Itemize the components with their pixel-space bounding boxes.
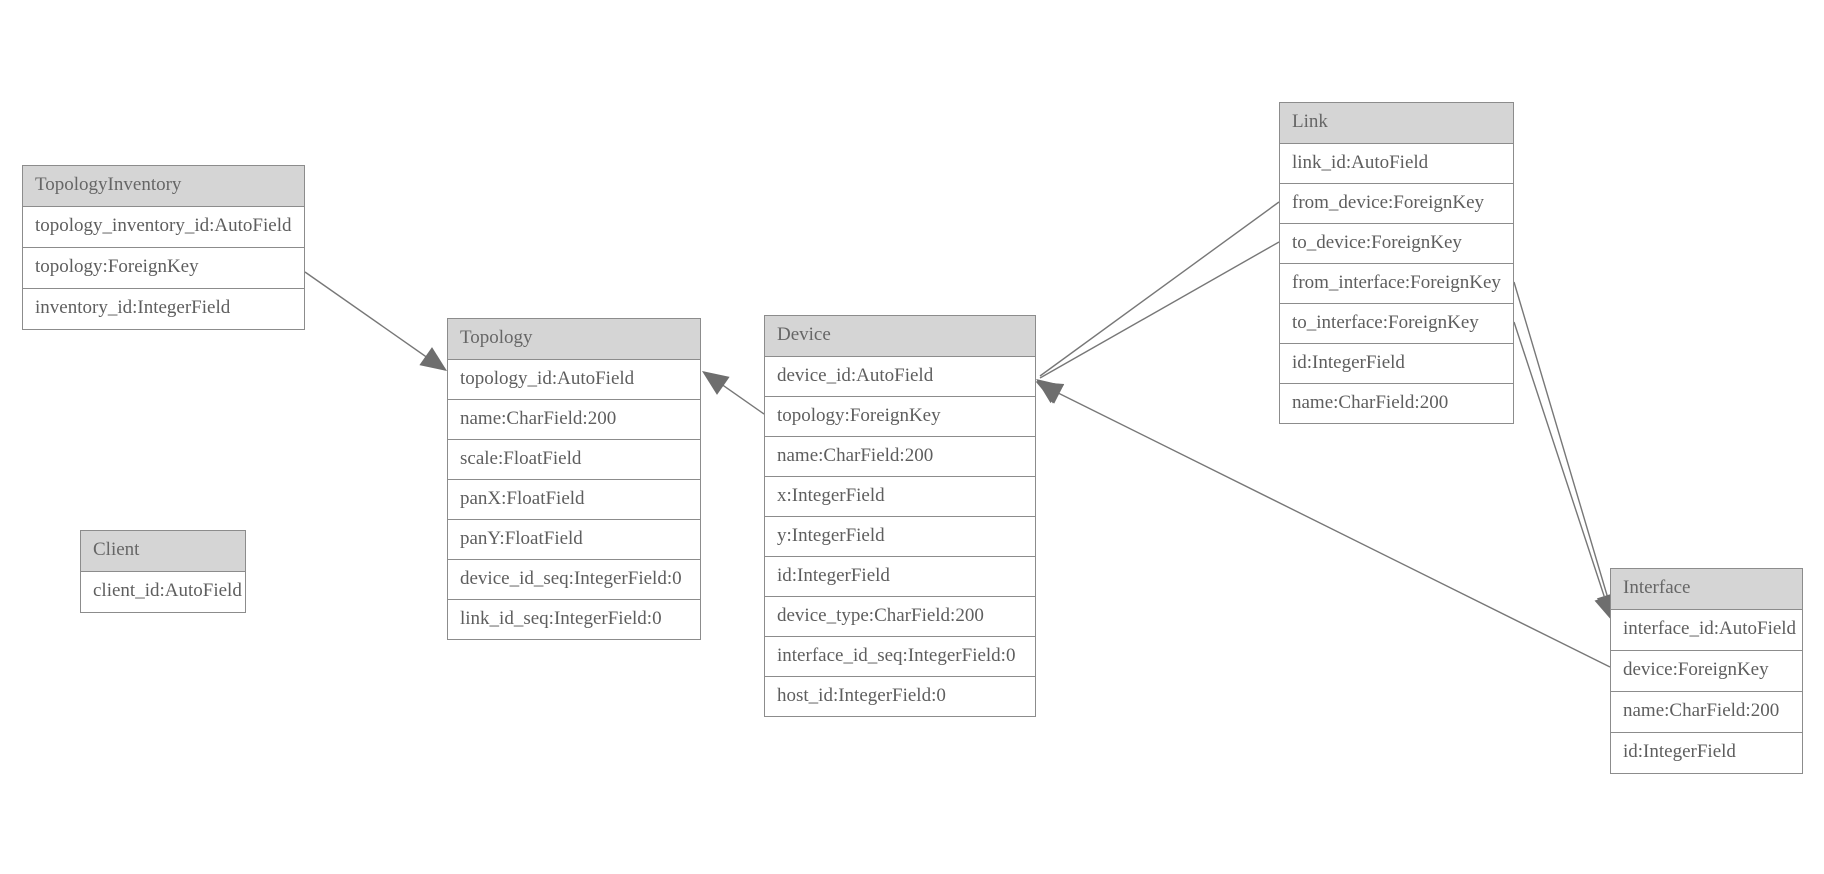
entity-field-row: topology:ForeignKey bbox=[22, 248, 305, 289]
entity-field-row: topology_id:AutoField bbox=[447, 360, 701, 400]
entity-field-row: to_device:ForeignKey bbox=[1279, 224, 1514, 264]
entity-field-row: id:IntegerField bbox=[764, 557, 1036, 597]
entity-field-row: name:CharField:200 bbox=[764, 437, 1036, 477]
relationship-line bbox=[1039, 241, 1280, 379]
entity-field-row: name:CharField:200 bbox=[1610, 692, 1803, 733]
entity-field-row: from_device:ForeignKey bbox=[1279, 184, 1514, 224]
relationship-line bbox=[1039, 201, 1280, 377]
entity-header-interface: Interface bbox=[1610, 568, 1803, 610]
relationship-topologyinventory-topology bbox=[304, 271, 447, 371]
entity-field-row: device_type:CharField:200 bbox=[764, 597, 1036, 637]
entity-header-client: Client bbox=[80, 530, 246, 572]
entity-field-row: interface_id:AutoField bbox=[1610, 610, 1803, 651]
relationship-link-to-device bbox=[1036, 241, 1280, 404]
entity-field-row: panX:FloatField bbox=[447, 480, 701, 520]
relationship-link-to-interface bbox=[1513, 321, 1616, 622]
entity-field-row: interface_id_seq:IntegerField:0 bbox=[764, 637, 1036, 677]
entity-field-row: host_id:IntegerField:0 bbox=[764, 677, 1036, 717]
relationship-device-topology bbox=[702, 371, 765, 415]
entity-field-row: topology:ForeignKey bbox=[764, 397, 1036, 437]
relationship-link-from-device bbox=[1036, 201, 1280, 404]
entity-field-row: from_interface:ForeignKey bbox=[1279, 264, 1514, 304]
entity-field-row: device_id:AutoField bbox=[764, 357, 1036, 397]
entity-field-row: x:IntegerField bbox=[764, 477, 1036, 517]
entity-field-row: scale:FloatField bbox=[447, 440, 701, 480]
entity-header-topology: Topology bbox=[447, 318, 701, 360]
entity-field-row: client_id:AutoField bbox=[80, 572, 246, 613]
entity-header-link: Link bbox=[1279, 102, 1514, 144]
relationship-line bbox=[703, 371, 765, 415]
entity-field-row: inventory_id:IntegerField bbox=[22, 289, 305, 330]
entity-field-row: name:CharField:200 bbox=[447, 400, 701, 440]
relationship-line bbox=[1513, 281, 1613, 613]
entity-field-row: id:IntegerField bbox=[1279, 344, 1514, 384]
relationship-line bbox=[1039, 383, 1611, 668]
relationship-line bbox=[304, 271, 446, 371]
entity-field-row: link_id_seq:IntegerField:0 bbox=[447, 600, 701, 640]
entity-header-device: Device bbox=[764, 315, 1036, 357]
entity-field-row: id:IntegerField bbox=[1610, 733, 1803, 774]
entity-field-row: device:ForeignKey bbox=[1610, 651, 1803, 692]
entity-field-row: device_id_seq:IntegerField:0 bbox=[447, 560, 701, 600]
entity-field-row: y:IntegerField bbox=[764, 517, 1036, 557]
relationship-link-from-interface bbox=[1513, 281, 1618, 620]
entity-field-row: topology_inventory_id:AutoField bbox=[22, 207, 305, 248]
entity-header-topology-inventory: TopologyInventory bbox=[22, 165, 305, 207]
entity-field-row: panY:FloatField bbox=[447, 520, 701, 560]
entity-field-row: link_id:AutoField bbox=[1279, 144, 1514, 184]
entity-field-row: to_interface:ForeignKey bbox=[1279, 304, 1514, 344]
relationship-line bbox=[1513, 321, 1611, 615]
entity-field-row: name:CharField:200 bbox=[1279, 384, 1514, 424]
